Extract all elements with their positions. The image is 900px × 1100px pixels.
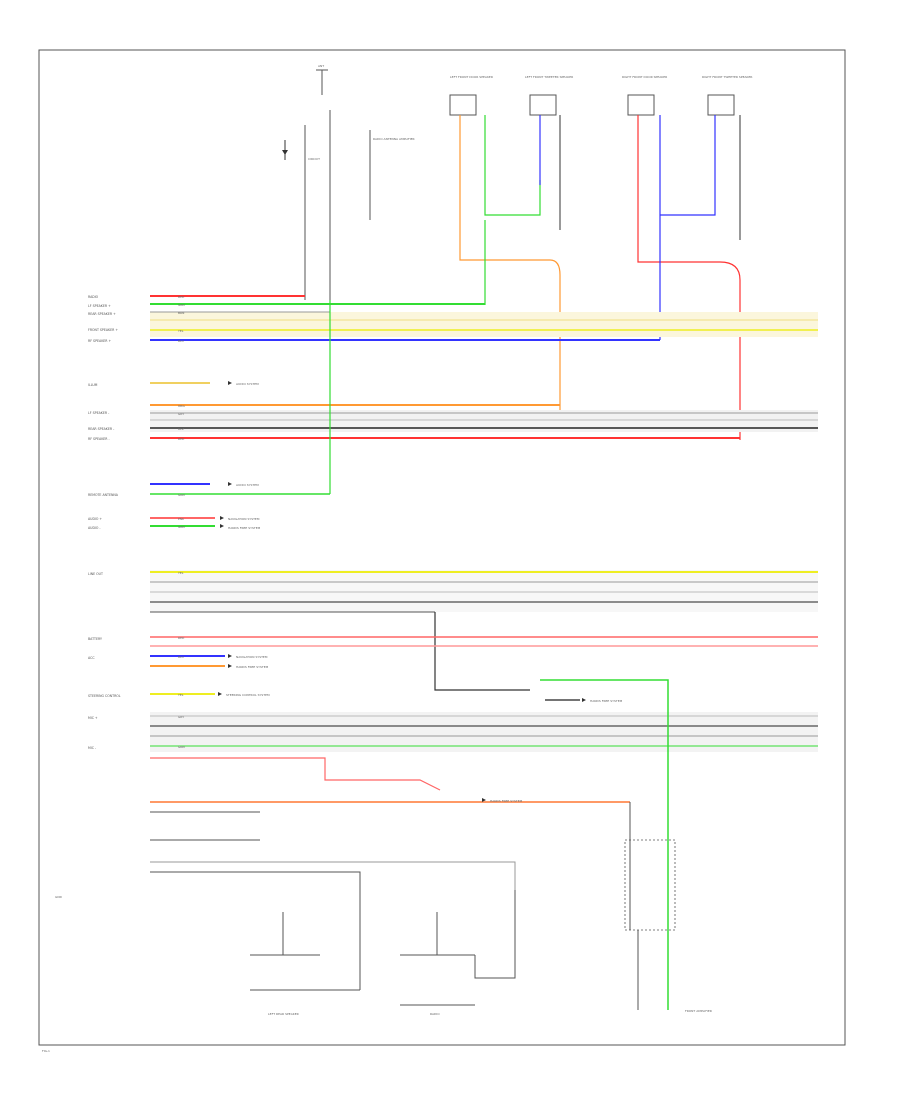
- pin-label: BATTERY: [88, 637, 102, 641]
- svg-text:RED: RED: [178, 437, 185, 441]
- svg-text:YEL: YEL: [178, 693, 184, 697]
- svg-text:GRY: GRY: [178, 412, 184, 416]
- svg-text:STEERING CONTROL SYSTEM: STEERING CONTROL SYSTEM: [226, 693, 270, 697]
- svg-text:GRN: GRN: [178, 493, 185, 497]
- svg-text:BLU: BLU: [178, 655, 184, 659]
- rf-door-speaker: RIGHT FRONT DOOR SPEAKER: [622, 75, 667, 116]
- svg-text:RADIO: RADIO: [430, 1012, 440, 1016]
- svg-text:AUDIO SYSTEM: AUDIO SYSTEM: [236, 382, 259, 386]
- pin-label: REAR SPEAKER -: [88, 427, 114, 431]
- rf-tweeter-speaker: RIGHT FRONT TWEETER SPEAKER: [702, 75, 753, 116]
- svg-text:GRN: GRN: [178, 745, 185, 749]
- svg-text:FRONT AMPLIFIER: FRONT AMPLIFIER: [685, 1009, 712, 1013]
- wire-color-tags: RED GRN BRN YEL BLU ORG GRY BLK RED GRN …: [178, 295, 185, 749]
- pin-label: RADIO: [88, 295, 99, 299]
- front-amplifier: FRONT AMPLIFIER: [624, 839, 712, 1013]
- svg-text:BLU: BLU: [178, 339, 184, 343]
- antenna-label: ANT: [318, 64, 324, 68]
- pin-label: AUDIO -: [88, 526, 101, 530]
- svg-text:GRY: GRY: [178, 715, 184, 719]
- svg-text:YEL: YEL: [178, 571, 184, 575]
- svg-text:RIGHT FRONT DOOR SPEAKER: RIGHT FRONT DOOR SPEAKER: [622, 75, 667, 79]
- svg-text:BLK: BLK: [178, 427, 185, 431]
- svg-text:BRN: BRN: [178, 311, 184, 315]
- svg-text:LEFT FRONT DOOR SPEAKER: LEFT FRONT DOOR SPEAKER: [450, 75, 493, 79]
- pin-label: REMOTE ANTENNA: [88, 493, 119, 497]
- svg-text:HANDS FREE SYSTEM: HANDS FREE SYSTEM: [490, 799, 523, 803]
- svg-text:GRN: GRN: [178, 303, 185, 307]
- antenna-icon: ANT: [316, 64, 328, 95]
- pin-label: LF SPEAKER -: [88, 411, 109, 415]
- svg-text:PNK: PNK: [178, 517, 185, 521]
- antenna-amp-label: CIRCUIT: [308, 157, 320, 161]
- pin-label: MIC -: [88, 746, 96, 750]
- svg-text:AUDIO SYSTEM: AUDIO SYSTEM: [236, 483, 259, 487]
- pin-label: LF SPEAKER +: [88, 304, 111, 308]
- svg-text:GRN: GRN: [178, 525, 185, 529]
- svg-text:LEFT FRONT TWEETER SPEAKER: LEFT FRONT TWEETER SPEAKER: [525, 75, 573, 79]
- lf-tweeter-speaker: LEFT FRONT TWEETER SPEAKER: [525, 75, 573, 116]
- pin-label: REAR SPEAKER +: [88, 312, 116, 316]
- pin-label: RF SPEAKER -: [88, 437, 110, 441]
- svg-text:ORG: ORG: [178, 404, 185, 408]
- pin-bus: [150, 295, 818, 1010]
- antenna-amp-note: RADIO ANTENNA AMPLIFIER: [373, 137, 415, 141]
- svg-text:HANDS FREE SYSTEM: HANDS FREE SYSTEM: [590, 699, 623, 703]
- diagram-frame: [38, 49, 846, 1046]
- svg-text:RED: RED: [178, 636, 185, 640]
- radio-unit: RADIO: [400, 890, 516, 1016]
- figure-number: FIG-1: [42, 1049, 50, 1053]
- svg-text:LEFT REAR SPEAKER: LEFT REAR SPEAKER: [268, 1012, 299, 1016]
- ground-arrow-icon: [282, 150, 288, 155]
- pin-label: ACC: [88, 656, 95, 660]
- svg-text:NAVIGATION SYSTEM: NAVIGATION SYSTEM: [228, 517, 260, 521]
- pin-label: ILLUM: [88, 383, 98, 387]
- svg-text:HANDS FREE SYSTEM: HANDS FREE SYSTEM: [236, 665, 269, 669]
- svg-text:RIGHT FRONT TWEETER SPEAKER: RIGHT FRONT TWEETER SPEAKER: [702, 75, 753, 79]
- pin-label: LINE OUT: [88, 572, 103, 576]
- pin-label: FRONT SPEAKER +: [88, 328, 118, 332]
- lf-door-speaker: LEFT FRONT DOOR SPEAKER: [449, 75, 493, 116]
- left-rear-speaker: LEFT REAR SPEAKER: [250, 912, 361, 1016]
- pin-label: RF SPEAKER +: [88, 339, 112, 343]
- pin-labels: RADIO LF SPEAKER + REAR SPEAKER + FRONT …: [88, 295, 121, 750]
- ground-label: GND: [55, 895, 63, 899]
- pin-label: MIC +: [88, 716, 98, 720]
- svg-text:HANDS FREE SYSTEM: HANDS FREE SYSTEM: [228, 526, 261, 530]
- pin-label: STEERING CONTROL: [88, 694, 121, 698]
- svg-text:RED: RED: [178, 295, 185, 299]
- svg-text:YEL: YEL: [178, 329, 184, 333]
- svg-text:NAVIGATION SYSTEM: NAVIGATION SYSTEM: [236, 655, 268, 659]
- system-notes: AUDIO SYSTEM AUDIO SYSTEM NAVIGATION SYS…: [218, 381, 623, 803]
- pin-label: AUDIO +: [88, 517, 102, 521]
